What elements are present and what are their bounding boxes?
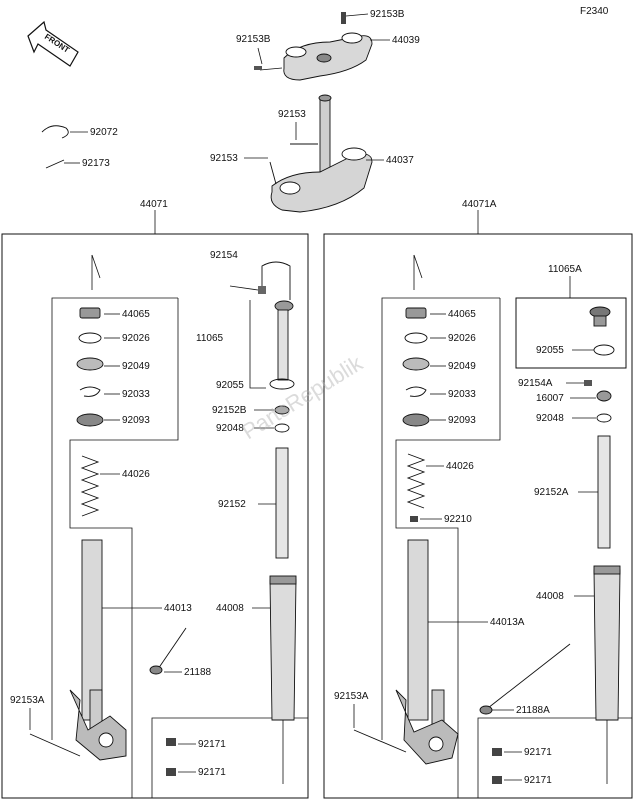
label-lower-bracket: 44037 bbox=[386, 155, 414, 166]
label-bolt-upper-b: 92153B bbox=[370, 9, 405, 20]
label-left-cap-bolt: 92154 bbox=[210, 250, 238, 261]
label-left-spring: 44026 bbox=[122, 469, 150, 480]
label-left-oring-b: 92048 bbox=[216, 423, 244, 434]
label-left-cartridge: 11065 bbox=[196, 333, 224, 344]
label-right-washer: 92210 bbox=[444, 514, 472, 525]
label-right-screw-a: 92171 bbox=[524, 747, 552, 758]
right-cartridge-cap bbox=[589, 306, 615, 356]
right-cartridge-box bbox=[515, 297, 627, 369]
label-circlip: 92072 bbox=[90, 127, 118, 138]
cartridge-with-cap-bolt bbox=[258, 261, 295, 390]
label-right-dust-seal: 92093 bbox=[448, 415, 476, 426]
label-left-clip: 92033 bbox=[122, 389, 150, 400]
inner-fork-tube-and-axle-clamp bbox=[69, 539, 127, 761]
label-right-clip: 92033 bbox=[448, 389, 476, 400]
axle-bolt-icon bbox=[29, 733, 81, 757]
label-right-cartridge: 11065A bbox=[548, 264, 582, 275]
label-left-screw-b: 92171 bbox=[198, 767, 226, 778]
label-left-ring: 92026 bbox=[122, 333, 150, 344]
label-right-outer-tube: 44008 bbox=[536, 591, 564, 602]
left-assembly-title: 44071 bbox=[140, 199, 168, 210]
right-damper-rod bbox=[597, 435, 611, 549]
outer-fork-tube bbox=[269, 575, 297, 784]
right-inner-fork-tube-and-axle-clamp bbox=[395, 539, 459, 765]
label-left-seal: 92049 bbox=[122, 361, 150, 372]
label-left-oring: 92055 bbox=[216, 380, 244, 391]
right-axle-bolt-icon bbox=[353, 729, 407, 753]
label-right-bleeder: 21188A bbox=[516, 705, 550, 716]
label-right-bolt: 92153A bbox=[334, 691, 369, 702]
watermark: PartsRepublik bbox=[237, 350, 367, 444]
label-right-seal: 92049 bbox=[448, 361, 476, 372]
label-upper-bracket: 44039 bbox=[392, 35, 420, 46]
label-left-bolt: 92153A bbox=[10, 695, 45, 706]
label-right-oring-b: 92048 bbox=[536, 413, 564, 424]
label-left-damper-rod: 92152 bbox=[218, 499, 246, 510]
lower-triple-clamp-with-stem bbox=[269, 94, 373, 213]
label-right-oring: 92055 bbox=[536, 345, 564, 356]
right-assembly-title: 44071A bbox=[462, 199, 497, 210]
fork-spring-icon bbox=[80, 455, 100, 517]
diagram-code: F2340 bbox=[580, 6, 609, 17]
pin-icon bbox=[45, 159, 65, 169]
right-outer-fork-tube bbox=[593, 565, 621, 784]
label-right-inner-tube: 44013A bbox=[490, 617, 525, 628]
bleeder-valve-icon bbox=[149, 627, 187, 675]
label-pin: 92173 bbox=[82, 158, 110, 169]
bolt-upper-a-leader bbox=[254, 47, 283, 71]
label-right-cap: 44065 bbox=[448, 309, 476, 320]
label-left-cap: 44065 bbox=[122, 309, 150, 320]
upper-triple-clamp bbox=[283, 12, 373, 81]
label-right-cap-bolt: 92154A bbox=[518, 378, 553, 389]
label-left-bushing: 92152B bbox=[212, 405, 247, 416]
label-right-ring: 92026 bbox=[448, 333, 476, 344]
front-arrow-icon: FRONT bbox=[27, 20, 79, 67]
label-left-inner-tube: 44013 bbox=[164, 603, 192, 614]
label-bolt-upper-a: 92153B bbox=[236, 34, 271, 45]
right-bleeder-valve-icon bbox=[479, 643, 571, 715]
damper-rod bbox=[275, 447, 289, 559]
fork-cap-seal-stack bbox=[76, 307, 104, 427]
label-left-bleeder: 21188 bbox=[184, 667, 212, 678]
right-assembly-frame bbox=[323, 233, 633, 799]
circlip-icon bbox=[41, 125, 69, 139]
label-left-outer-tube: 44008 bbox=[216, 603, 244, 614]
label-right-spring: 44026 bbox=[446, 461, 474, 472]
right-fork-cap-seal-stack bbox=[402, 307, 430, 427]
label-lower-bolt-a: 92153 bbox=[278, 109, 306, 120]
label-left-dust-seal: 92093 bbox=[122, 415, 150, 426]
label-left-screw-a: 92171 bbox=[198, 739, 226, 750]
label-right-screw-b: 92171 bbox=[524, 775, 552, 786]
label-right-collar: 16007 bbox=[536, 393, 564, 404]
right-fork-spring-icon bbox=[406, 453, 426, 522]
label-lower-bolt-b: 92153 bbox=[210, 153, 238, 164]
label-right-damper-rod: 92152A bbox=[534, 487, 569, 498]
left-assembly-frame bbox=[1, 233, 309, 799]
